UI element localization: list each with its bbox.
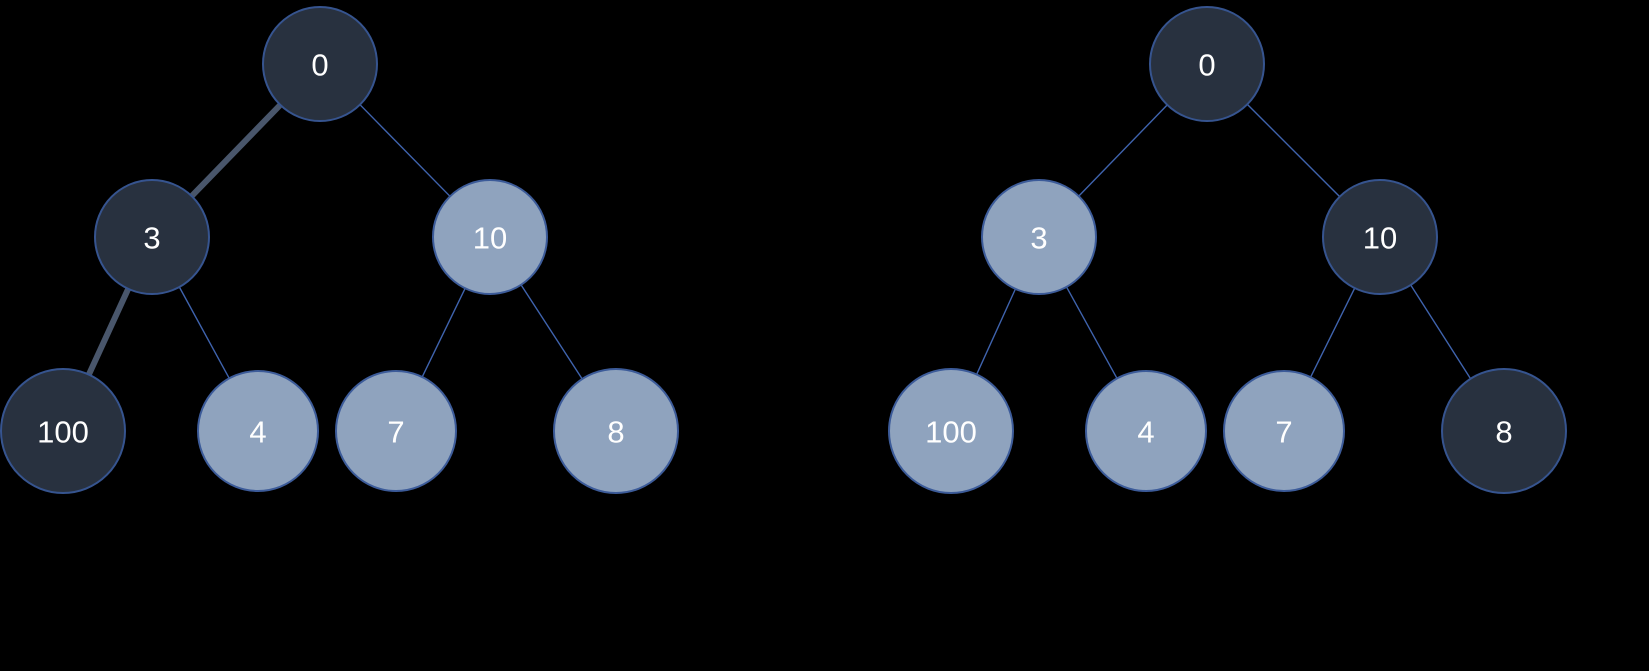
tree-node-L4[interactable]: 4 xyxy=(197,370,319,492)
tree-node-R100[interactable]: 100 xyxy=(888,368,1014,494)
node-label-L4: 4 xyxy=(249,415,266,450)
tree-edge-R0-R10 xyxy=(1245,102,1342,199)
tree-node-R7[interactable]: 7 xyxy=(1223,370,1345,492)
tree-node-L0[interactable]: 0 xyxy=(262,6,378,122)
tree-edge-R10-R7 xyxy=(1309,286,1356,379)
node-label-L0: 0 xyxy=(311,48,328,83)
tree-edge-R3-R100 xyxy=(975,287,1017,377)
node-circle-R100[interactable] xyxy=(888,368,1014,494)
tree-node-L10[interactable]: 10 xyxy=(432,179,548,295)
node-label-L7: 7 xyxy=(387,415,404,450)
node-circle-L8[interactable] xyxy=(553,368,679,494)
node-circle-L4[interactable] xyxy=(197,370,319,492)
node-circle-R3[interactable] xyxy=(981,179,1097,295)
tree-edge-L3-L100 xyxy=(85,284,132,379)
left-tree-nodes: 0 3 10 100 4 7 8 xyxy=(0,6,679,494)
node-label-L8: 8 xyxy=(607,415,624,450)
node-circle-R8[interactable] xyxy=(1441,368,1567,494)
left-tree-edges xyxy=(85,101,584,381)
tree-node-L100[interactable]: 100 xyxy=(0,368,126,494)
tree-node-L3[interactable]: 3 xyxy=(94,179,210,295)
node-circle-L3[interactable] xyxy=(94,179,210,295)
tree-edge-L0-L10 xyxy=(358,103,452,198)
node-label-R7: 7 xyxy=(1275,415,1292,450)
node-circle-R7[interactable] xyxy=(1223,370,1345,492)
right-tree-edges xyxy=(975,102,1472,381)
tree-edge-L3-L4 xyxy=(178,285,231,380)
node-label-R0: 0 xyxy=(1198,48,1215,83)
node-circle-R0[interactable] xyxy=(1149,6,1265,122)
tree-node-R0[interactable]: 0 xyxy=(1149,6,1265,122)
node-circle-L100[interactable] xyxy=(0,368,126,494)
node-circle-L0[interactable] xyxy=(262,6,378,122)
node-label-L3: 3 xyxy=(143,221,160,256)
node-label-L10: 10 xyxy=(473,221,507,256)
node-circle-L7[interactable] xyxy=(335,370,457,492)
node-circle-L10[interactable] xyxy=(432,179,548,295)
node-label-R4: 4 xyxy=(1137,415,1154,450)
tree-edge-R3-R4 xyxy=(1065,285,1119,381)
tree-node-R4[interactable]: 4 xyxy=(1085,370,1207,492)
node-label-R8: 8 xyxy=(1495,415,1512,450)
node-label-R3: 3 xyxy=(1030,221,1047,256)
tree-node-R8[interactable]: 8 xyxy=(1441,368,1567,494)
node-label-R100: 100 xyxy=(925,415,977,450)
tree-edge-R10-R8 xyxy=(1409,283,1472,381)
tree-edge-L10-L7 xyxy=(421,286,467,379)
tree-edge-L0-L3 xyxy=(188,101,284,200)
node-label-L100: 100 xyxy=(37,415,89,450)
tree-edge-R0-R3 xyxy=(1077,103,1169,198)
node-label-R10: 10 xyxy=(1363,221,1397,256)
right-tree-nodes: 0 3 10 100 4 7 8 xyxy=(888,6,1567,494)
nodes-layer: 0 3 10 100 4 7 8 0 3 10 100 4 7 8 xyxy=(0,6,1567,494)
node-circle-R10[interactable] xyxy=(1322,179,1438,295)
tree-node-R10[interactable]: 10 xyxy=(1322,179,1438,295)
tree-node-L7[interactable]: 7 xyxy=(335,370,457,492)
edges-layer xyxy=(85,101,1472,381)
tree-node-L8[interactable]: 8 xyxy=(553,368,679,494)
tree-edge-L10-L8 xyxy=(519,283,584,381)
tree-node-R3[interactable]: 3 xyxy=(981,179,1097,295)
node-circle-R4[interactable] xyxy=(1085,370,1207,492)
